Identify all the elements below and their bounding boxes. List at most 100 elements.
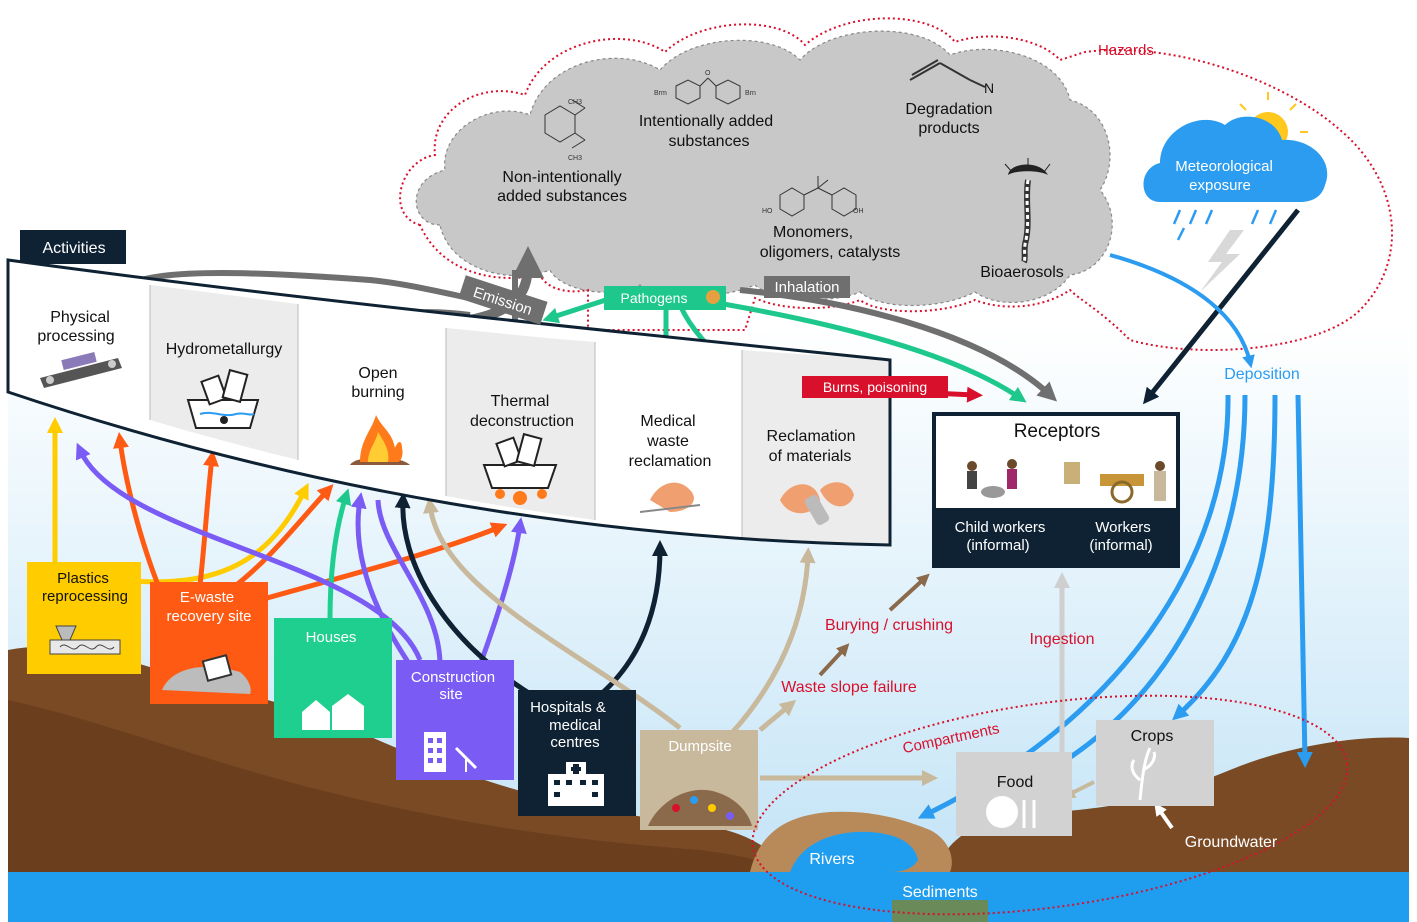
construction-to-physical-arrow bbox=[75, 442, 423, 661]
burns-label: Burns, poisoning bbox=[823, 379, 927, 395]
conveyor-icon bbox=[40, 352, 122, 388]
burning-line2: burning bbox=[351, 384, 404, 401]
physical-line2: processing bbox=[37, 328, 114, 345]
groundwater-arrow bbox=[1154, 802, 1174, 830]
thermal-panel bbox=[446, 328, 595, 520]
hydro-panel bbox=[150, 285, 298, 460]
construction-box bbox=[396, 660, 514, 780]
rivers-label: Rivers bbox=[809, 851, 854, 868]
phthalate-structure-icon bbox=[544, 99, 586, 149]
brm-label: Brm bbox=[654, 90, 667, 97]
cloud-texts: Non-intentionally added substances Inten… bbox=[497, 101, 1064, 281]
degradation-line2: products bbox=[918, 120, 979, 137]
hospitals-line2: medical bbox=[549, 717, 601, 734]
waste-slope-label: Waste slope failure bbox=[781, 679, 917, 696]
plastics-box bbox=[27, 562, 141, 674]
lightning-icon bbox=[1200, 230, 1244, 292]
ether-o-label: O bbox=[705, 70, 711, 77]
ewaste-to-thermal-arrow bbox=[259, 522, 508, 603]
pathogen-arrow-receptors bbox=[699, 297, 1027, 403]
ewaste-to-burning-arrow bbox=[228, 484, 334, 592]
brominated-ether-structure-icon bbox=[675, 77, 741, 105]
slope-to-burying-arrow bbox=[818, 643, 850, 677]
deposition-ground-arrow bbox=[1295, 394, 1313, 768]
activity-dividers bbox=[149, 285, 743, 538]
hospitals-line1: Hospitals & bbox=[530, 699, 606, 716]
activities-banner-outline bbox=[6, 258, 892, 547]
fire-icon bbox=[350, 415, 410, 465]
ewaste-line2: recovery site bbox=[166, 608, 251, 625]
ch3-bottom-label: CH3 bbox=[568, 155, 582, 162]
pathogen-icon bbox=[706, 290, 720, 304]
dumpsite-pile-icon bbox=[648, 789, 752, 826]
child-workers-icon bbox=[967, 459, 1017, 498]
inhalation-label-box bbox=[764, 276, 850, 298]
food-box bbox=[956, 752, 1072, 836]
ground-left-shade bbox=[8, 700, 790, 872]
nias-line2: added substances bbox=[497, 188, 627, 205]
ias-line1: Intentionally added bbox=[639, 113, 773, 130]
dumpsite-label: Dumpsite bbox=[668, 738, 731, 755]
sediment-block bbox=[892, 900, 988, 922]
building-crane-icon bbox=[424, 732, 478, 772]
construction-line1: Construction bbox=[411, 669, 495, 686]
rain-cloud-icon bbox=[1143, 116, 1328, 202]
groundwater-label: Groundwater bbox=[1185, 834, 1278, 851]
dumpsite-slope-arrow bbox=[758, 699, 797, 732]
inhalation-label: Inhalation bbox=[774, 279, 839, 296]
bioaerosols-label: Bioaerosols bbox=[980, 264, 1064, 281]
extruder-icon bbox=[49, 625, 121, 655]
child-workers-line1: Child workers bbox=[955, 519, 1046, 536]
meteo-to-receptors-arrow bbox=[1143, 208, 1300, 405]
activity-labels: Physical processing Hydrometallurgy Open… bbox=[37, 309, 855, 470]
plastics-line1: Plastics bbox=[57, 570, 109, 587]
receptors-image-area bbox=[936, 416, 1176, 508]
wheat-icon bbox=[1130, 747, 1156, 801]
bisphenol-structure-icon bbox=[779, 176, 857, 217]
river-water bbox=[790, 831, 918, 872]
acid-bath-icon bbox=[186, 368, 260, 429]
physical-line1: Physical bbox=[50, 309, 110, 326]
plate-cutlery-icon bbox=[986, 796, 1036, 828]
activities-tag bbox=[20, 230, 126, 264]
activities-tag-label: Activities bbox=[42, 240, 105, 257]
medical-line2: waste bbox=[646, 433, 689, 450]
crops-to-food-arrow bbox=[1062, 780, 1095, 798]
workers-line1: Workers bbox=[1095, 519, 1151, 536]
thermal-line2: deconstruction bbox=[470, 413, 574, 430]
nias-line1: Non-intentionally bbox=[502, 169, 621, 186]
receptor-labels: Child workers (informal) Workers (inform… bbox=[955, 519, 1153, 554]
houses-icon bbox=[302, 694, 364, 730]
construction-to-thermal-arrow bbox=[477, 517, 527, 666]
ewaste-line1: E-waste bbox=[180, 589, 234, 606]
bioaerosol-icon bbox=[1004, 158, 1051, 264]
nitrile-n-label: N bbox=[984, 80, 994, 96]
medical-line3: reclamation bbox=[629, 453, 712, 470]
food-label: Food bbox=[997, 774, 1033, 791]
syringe-hand-icon bbox=[639, 482, 701, 513]
sediments-label: Sediments bbox=[902, 884, 978, 901]
pathogens-label-box bbox=[604, 286, 726, 310]
chem-atom-labels: CH3 CH3 Brm Brn O HO OH bbox=[568, 70, 864, 215]
hazards-title: Hazards bbox=[1098, 42, 1154, 59]
deposition-crops-arrow bbox=[1172, 394, 1278, 721]
burying-to-receptors-arrow bbox=[888, 573, 930, 612]
medical-line1: Medical bbox=[640, 413, 695, 430]
receptors-title: Receptors bbox=[1014, 421, 1101, 442]
ingestion-label: Ingestion bbox=[1030, 631, 1095, 648]
ho-label: HO bbox=[762, 208, 773, 215]
oh-label: OH bbox=[853, 208, 864, 215]
hydro-label: Hydrometallurgy bbox=[166, 341, 282, 358]
burying-label: Burying / crushing bbox=[825, 617, 953, 634]
crops-box bbox=[1096, 720, 1214, 806]
plastics-line2: reprocessing bbox=[42, 588, 128, 605]
dumpsite-to-burning-arrow bbox=[423, 497, 682, 730]
ias-line2: substances bbox=[669, 133, 750, 150]
acrylonitrile-structure-icon bbox=[909, 59, 986, 88]
houses-label: Houses bbox=[306, 629, 357, 646]
hospital-building-icon bbox=[548, 762, 604, 806]
ewaste-to-physical-arrow bbox=[113, 432, 163, 591]
construction-curve bbox=[375, 499, 443, 666]
pathogens-label: Pathogens bbox=[621, 290, 688, 306]
